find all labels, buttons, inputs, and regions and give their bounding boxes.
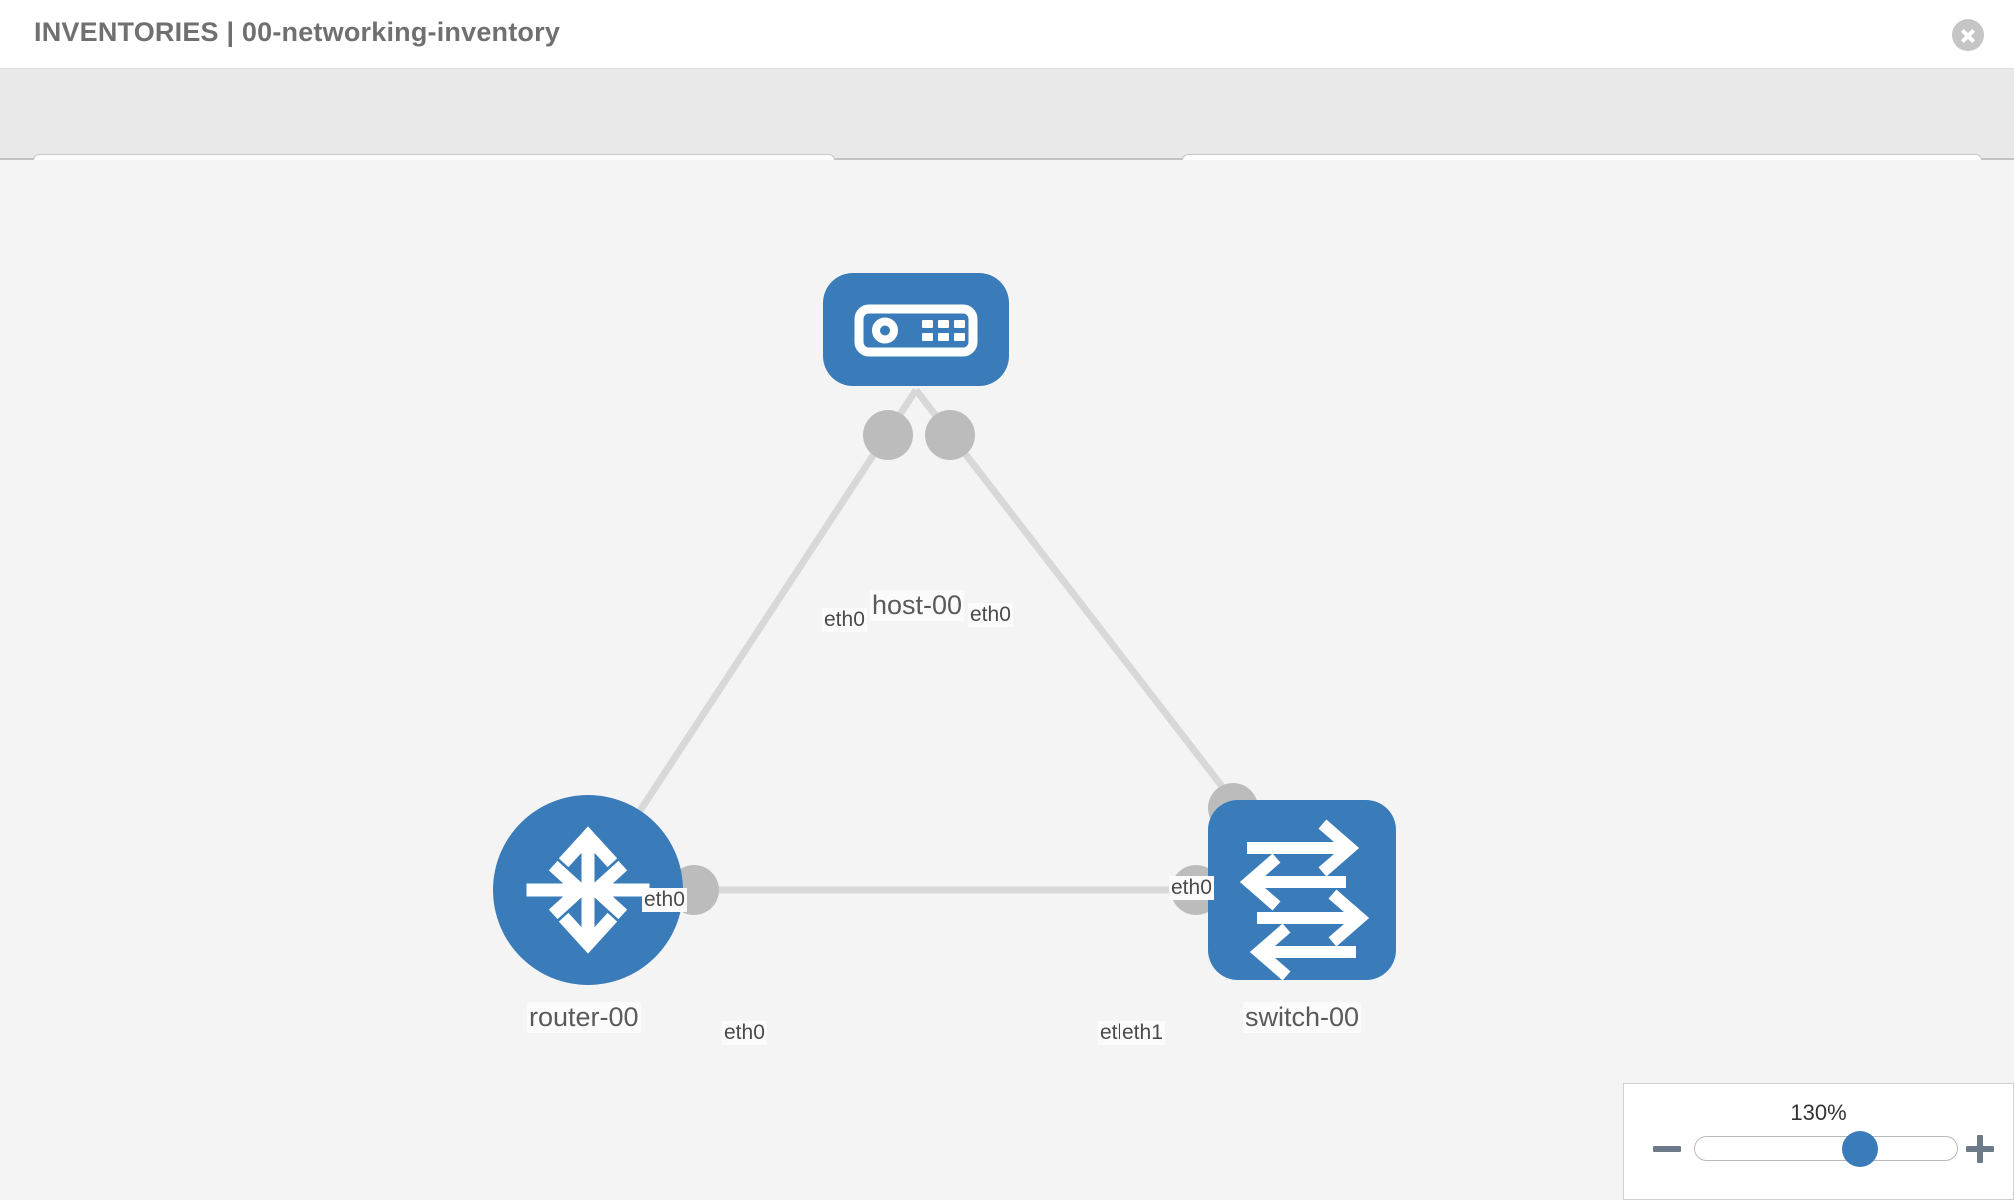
page-header: INVENTORIES | 00-networking-inventory xyxy=(0,0,2014,69)
link-endpoints xyxy=(669,410,1258,915)
zoom-slider-handle[interactable] xyxy=(1842,1131,1879,1167)
server-icon xyxy=(854,304,978,357)
zoom-level-value: 130% xyxy=(1790,1100,1847,1125)
topology-links xyxy=(585,387,1305,894)
endpoint-host-left[interactable] xyxy=(863,410,913,460)
node-router-00[interactable] xyxy=(493,795,683,985)
topology-graph xyxy=(493,273,1396,985)
page-title: INVENTORIES | 00-networking-inventory xyxy=(34,17,561,47)
iface-label-host-left: eth0 xyxy=(822,608,867,632)
router-icon xyxy=(526,826,650,954)
iface-label-host-right: eth0 xyxy=(968,603,1013,627)
node-label-host-00: host-00 xyxy=(870,590,965,621)
zoom-slider[interactable] xyxy=(1694,1131,1958,1167)
zoom-out-button[interactable] xyxy=(1652,1134,1682,1164)
iface-label-router-uplink: eth0 xyxy=(642,888,687,912)
node-label-switch-00: switch-00 xyxy=(1243,1002,1362,1033)
endpoint-host-right[interactable] xyxy=(925,410,975,460)
node-host-00[interactable] xyxy=(823,273,1009,386)
node-switch-00[interactable] xyxy=(1208,800,1396,981)
topology-canvas[interactable]: eth0 eth0 eth0 eth0 eth0 eth eth1 host-0… xyxy=(0,160,2014,1200)
iface-label-switch-eth1: eth1 xyxy=(1120,1021,1165,1045)
toolbar: ACTIONS SEARCH xyxy=(0,69,2014,206)
zoom-control-panel: 130% xyxy=(1623,1083,2014,1200)
close-icon[interactable] xyxy=(1952,19,1984,51)
switch-icon xyxy=(1239,819,1370,981)
node-label-router-00: router-00 xyxy=(527,1002,641,1033)
link-host-router[interactable] xyxy=(585,388,919,892)
zoom-in-button[interactable] xyxy=(1965,1134,1995,1164)
iface-label-switch-uplink: eth0 xyxy=(1169,876,1214,900)
iface-label-router-eth0: eth0 xyxy=(722,1021,767,1045)
